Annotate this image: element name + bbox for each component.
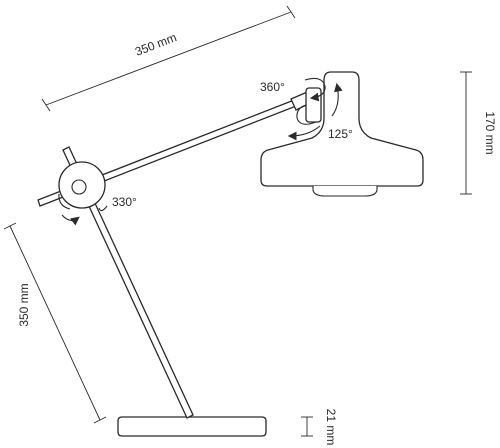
base-height-dimension [301, 416, 313, 437]
lamp-stand-arm [62, 146, 194, 419]
lamp-base [117, 416, 267, 437]
stand-height-label: 350 mm [17, 283, 31, 326]
pivot-rotation-arrow-icon [58, 193, 108, 226]
base-height-label: 21 mm [324, 409, 338, 446]
tilt-arrow-icon [287, 82, 343, 141]
arm-length-dimension [41, 5, 296, 112]
shade-height-dimension [460, 71, 472, 195]
head-swivel-label: 360° [260, 80, 285, 94]
stand-height-dimension [3, 222, 107, 424]
shade-tilt-label: 125° [328, 127, 353, 141]
lamp-shade [260, 71, 424, 197]
swivel-arrow-icon [296, 77, 326, 125]
shade-height-label: 170 mm [483, 111, 497, 154]
pivot-joint [58, 161, 106, 209]
arm-length-label: 350 mm [133, 30, 178, 59]
pivot-rotation-label: 330° [112, 195, 137, 209]
